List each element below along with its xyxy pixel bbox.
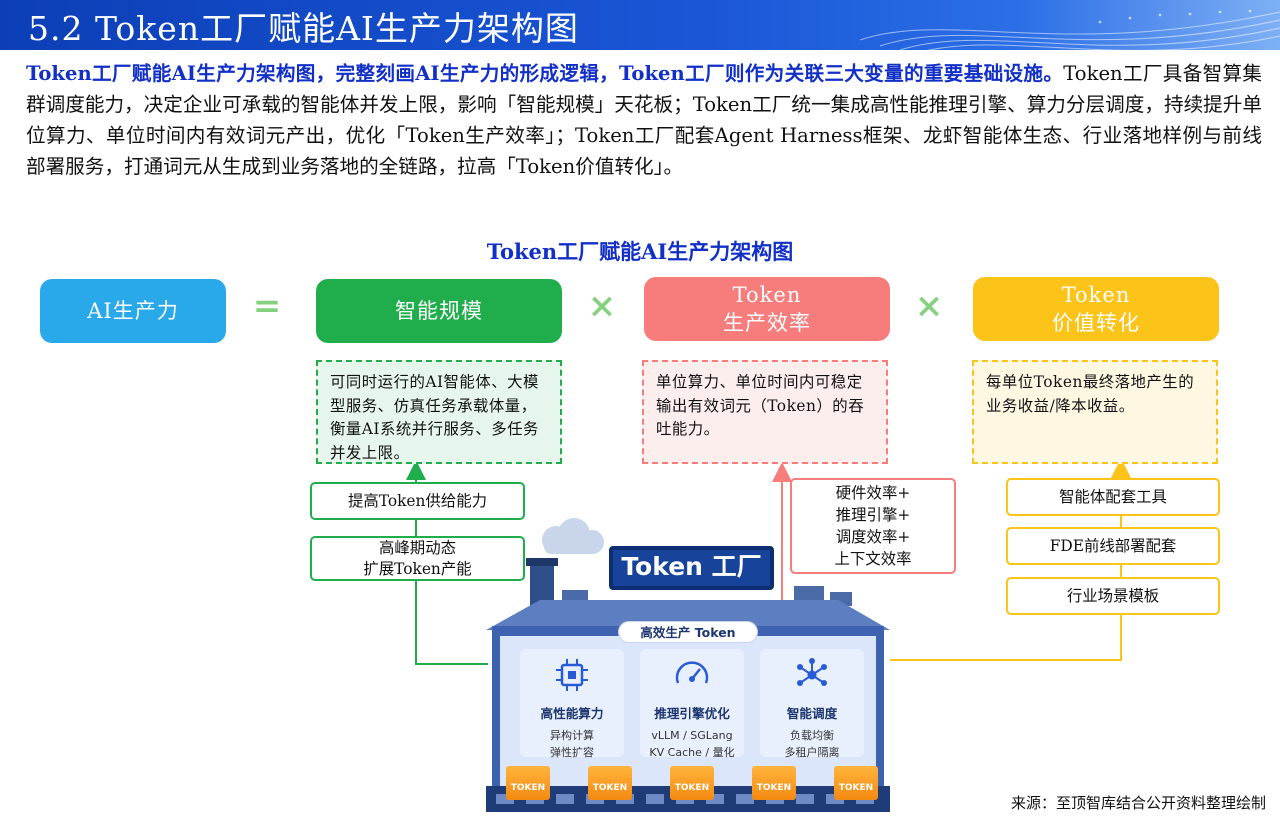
factor-context: 上下文效率 [834,550,912,568]
value-description: 每单位Token最终落地产生的业务收益/降本收益。 [972,360,1218,464]
factor-inference: 推理引擎+ [835,506,911,524]
peak-scaling-label-1: 高峰期动态 [379,538,456,557]
intro-paragraph: Token工厂赋能AI生产力架构图，完整刻画AI生产力的形成逻辑，Token工厂… [26,58,1262,182]
token-box-4: TOKEN [752,766,796,800]
scheduling-panel-title: 智能调度 [786,706,838,721]
inference-panel: 推理引擎优化 vLLM / SGLang KV Cache / 量化 [640,649,744,759]
factory-sign: Token 工厂 [609,546,774,590]
source-note: 来源：至顶智库结合公开资料整理绘制 [1010,794,1266,812]
compute-sub-2: 弹性扩容 [550,746,594,759]
industry-template-label: 行业场景模板 [1066,586,1160,605]
token-supply-box: 提高Token供给能力 [310,482,525,520]
token-value-box: Token 价值转化 [973,277,1219,341]
efficiency-description: 单位算力、单位时间内可稳定输出有效词元（Token）的吞吐能力。 [642,360,888,464]
fde-deployment-label: FDE前线部署配套 [1049,536,1177,555]
compute-panel-title: 高性能算力 [540,706,604,721]
agent-tools-box: 智能体配套工具 [1006,478,1220,516]
ai-productivity-label: AI生产力 [87,299,179,323]
token-box-3: TOKEN [670,766,714,800]
intro-highlight: Token工厂赋能AI生产力架构图，完整刻画AI生产力的形成逻辑，Token工厂… [26,62,1064,85]
equals-sign: = [252,286,282,326]
scheduling-sub-1: 负载均衡 [790,729,834,742]
intelligence-scale-label: 智能规模 [395,299,483,323]
intelligence-scale-box: 智能规模 [316,279,562,343]
gauge-icon [675,661,709,684]
page-title: 5.2 Token工厂赋能AI生产力架构图 [28,9,579,48]
factor-hardware: 硬件效率+ [835,484,911,502]
scheduling-panel: 智能调度 负载均衡 多租户隔离 [760,649,864,759]
diagram-title: Token工厂赋能AI生产力架构图 [486,239,794,264]
inference-panel-sub: vLLM / SGLang KV Cache / 量化 [640,727,744,761]
inference-panel-title: 推理引擎优化 [654,706,730,721]
times-sign-2: × [914,286,944,326]
factory-banner: 高效生产 Token [618,621,758,643]
token-value-label-2: 价值转化 [1052,311,1140,335]
scale-description: 可同时运行的AI智能体、大模型服务、仿真任务承载体量，衡量AI系统并行服务、多任… [316,360,562,464]
agent-tools-label: 智能体配套工具 [1059,487,1167,506]
industry-template-box: 行业场景模板 [1006,577,1220,615]
token-box-2: TOKEN [588,766,632,800]
peak-scaling-box: 高峰期动态 扩展Token产能 [310,536,525,581]
chip-icon [556,659,588,691]
factor-scheduling: 调度效率+ [835,528,911,546]
decorative-wave-icon [860,9,1280,50]
ai-productivity-box: AI生产力 [40,279,226,343]
compute-sub-1: 异构计算 [550,729,594,742]
compute-panel-sub: 异构计算 弹性扩容 [520,727,624,761]
smoke-cloud-icon [542,518,604,554]
token-box-1: TOKEN [506,766,550,800]
fde-deployment-box: FDE前线部署配套 [1006,527,1220,565]
compute-panel: 高性能算力 异构计算 弹性扩容 [520,649,624,759]
intro-body: Token工厂具备智算集群调度能力，决定企业可承载的智能体并发上限，影响「智能规… [26,62,1262,178]
efficiency-factors-box: 硬件效率+ 推理引擎+ 调度效率+ 上下文效率 [790,478,956,574]
token-efficiency-label-2: 生产效率 [723,311,811,335]
token-box-5: TOKEN [834,766,878,800]
token-value-label-1: Token [1061,283,1131,307]
token-efficiency-label-1: Token [732,283,802,307]
inference-sub-2: KV Cache / 量化 [649,746,735,759]
times-sign-1: × [587,286,617,326]
network-icon [797,658,827,686]
scheduling-panel-sub: 负载均衡 多租户隔离 [760,727,864,761]
header-banner: 5.2 Token工厂赋能AI生产力架构图 [0,0,1280,50]
peak-scaling-label-2: 扩展Token产能 [363,559,472,578]
token-supply-label: 提高Token供给能力 [347,491,488,510]
scheduling-sub-2: 多租户隔离 [784,746,840,759]
token-efficiency-box: Token 生产效率 [644,277,890,341]
inference-sub-1: vLLM / SGLang [651,729,733,742]
